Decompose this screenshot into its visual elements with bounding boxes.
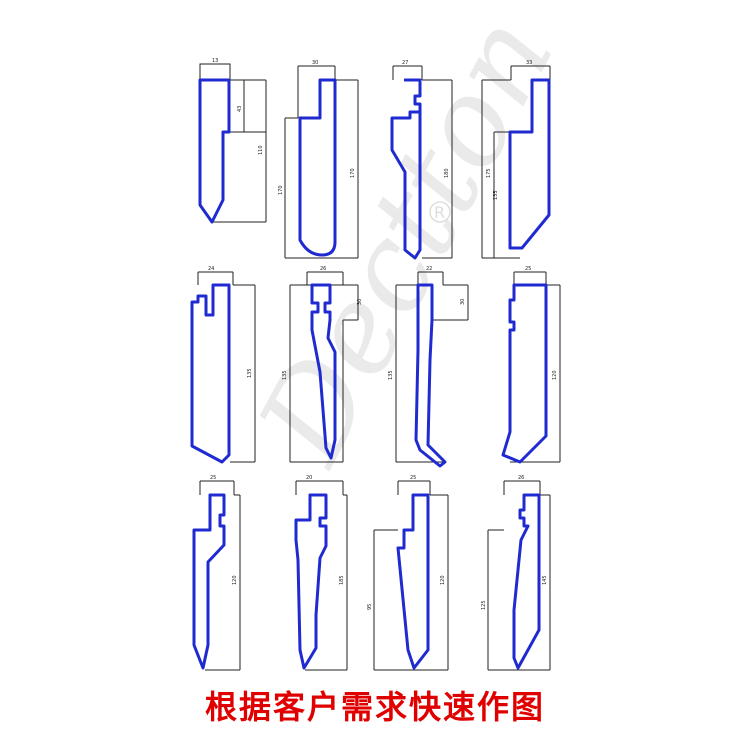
tool-profile-4: 33 175 135 [481,60,551,259]
tool-profile-6: 26 135 30 [282,266,363,463]
watermark-text: Dectton [232,0,581,485]
width-dimension-label: 20 [306,475,312,481]
width-dimension-label: 27 [402,60,408,66]
width-dimension-label: 22 [426,266,432,272]
height-dimension-label: 170 [278,185,284,195]
extra-dimension-label: 170 [350,168,356,178]
tool-profile-10: 20 185 [294,475,348,671]
height-dimension-label: 120 [232,575,238,585]
width-dimension-label: 30 [312,60,318,66]
registered-mark-icon: R [434,203,445,222]
height-dimension-label: 135 [247,368,253,378]
tool-profile-8: 25 120 [501,266,561,464]
height-dimension-label: 110 [258,145,264,155]
width-dimension-label: 33 [526,60,532,66]
tool-profile-9: 25 120 [192,475,241,671]
height-dimension-label: 145 [542,575,548,585]
tool-profile-5: 24 135 [190,266,256,464]
width-dimension-label: 24 [208,266,214,272]
width-dimension-label: 26 [518,475,524,481]
width-dimension-label: 26 [320,266,326,272]
height-dimension-label: 175 [486,168,492,178]
extra-dimension-label: 125 [481,600,487,610]
caption-text: 根据客户需求快速作图 [204,688,545,726]
width-dimension-label: 25 [525,266,531,272]
height-dimension-label: 120 [552,370,558,380]
height-dimension-label: 135 [388,370,394,380]
tool-profile-11: 25 95 120 [367,475,449,671]
width-dimension-label: 25 [410,475,416,481]
extra-dimension-label: 95 [367,604,373,610]
tool-profile-1: 13 43 110 [198,58,267,224]
height-dimension-label: 120 [440,575,446,585]
tool-profile-12: 26 125 145 [481,475,551,671]
width-dimension-label: 25 [210,475,216,481]
side-dimension-label: 30 [357,299,363,305]
side-dimension-label: 43 [237,106,243,112]
height-dimension-label: 185 [339,575,345,585]
tool-profile-7: 22 135 30 [388,266,469,468]
height-dimension-label: 180 [444,168,450,178]
side-dimension-label: 135 [493,190,499,200]
height-dimension-label: 135 [282,370,288,380]
watermark: Dectton R [232,0,581,485]
tool-profile-2: 30 170 170 [278,60,359,259]
width-dimension-label: 13 [212,58,218,64]
tool-profile-3: 27 180 [390,60,453,260]
side-dimension-label: 30 [460,299,466,305]
